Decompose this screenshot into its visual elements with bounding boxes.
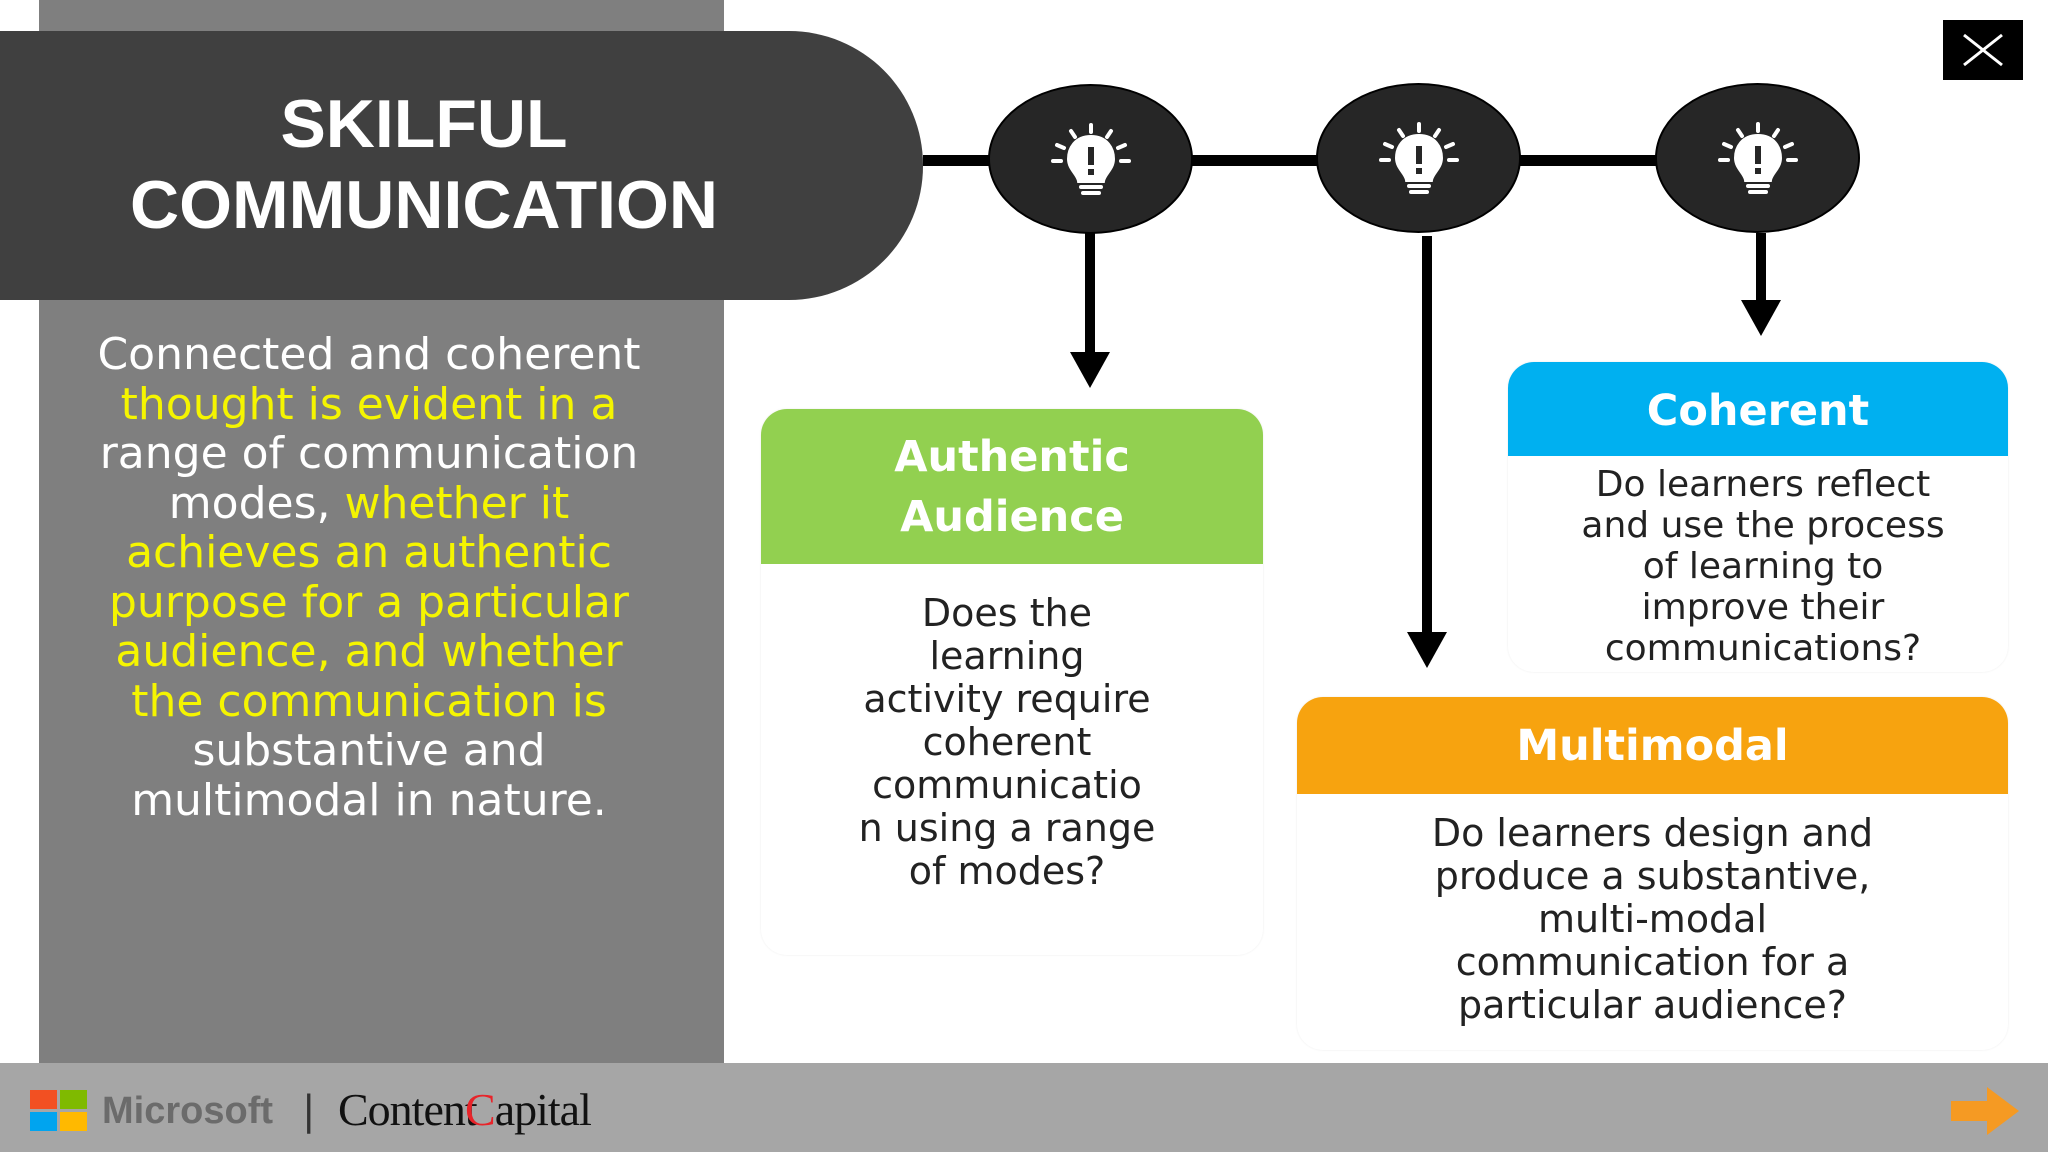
arrow-right-icon xyxy=(1951,1087,2019,1135)
lightbulb-exclamation-icon xyxy=(1050,123,1131,195)
lightbulb-exclamation-icon xyxy=(1717,122,1798,194)
card-multimodal-title: Multimodal xyxy=(1516,720,1789,771)
lightbulb-node-2 xyxy=(1316,83,1521,233)
card-body-line: Does the xyxy=(921,591,1093,635)
card-body-line: communication for a xyxy=(1455,940,1850,984)
card-authentic-title-line-1: Authentic xyxy=(894,431,1130,482)
card-body-line: of modes? xyxy=(908,849,1106,893)
content-capital-c: C xyxy=(465,1084,496,1135)
card-body-line: communicatio xyxy=(872,763,1142,807)
description-highlight: thought is evident in a xyxy=(120,378,618,430)
card-body-line: of learning to xyxy=(1642,546,1884,587)
card-body-line: improve their xyxy=(1641,587,1885,628)
lightbulb-exclamation-icon xyxy=(1378,122,1459,194)
arrow-line-multimodal xyxy=(1422,236,1432,634)
content-capital-apital: apital xyxy=(494,1084,592,1135)
card-coherent-header: Coherent xyxy=(1508,362,2008,456)
arrowhead-coherent xyxy=(1741,300,1781,336)
card-body-line: communications? xyxy=(1604,628,1922,669)
microsoft-wordmark: Microsoft xyxy=(102,1090,273,1132)
description-highlight: whether it achieves an authentic purpose… xyxy=(109,477,629,727)
content-capital-word-capital: Capital xyxy=(465,1082,592,1138)
card-authentic-title-line-2: Audience xyxy=(900,491,1124,542)
lightbulb-node-1 xyxy=(988,84,1193,234)
card-body-line: and use the process xyxy=(1581,505,1945,546)
arrowhead-authentic xyxy=(1070,352,1110,388)
card-authentic-header: Authentic Audience xyxy=(761,409,1263,564)
card-body-line: particular audience? xyxy=(1458,983,1847,1027)
next-button[interactable] xyxy=(1949,1085,2021,1137)
card-body-line: coherent xyxy=(922,720,1092,764)
microsoft-logo-icon xyxy=(30,1090,87,1131)
description-segment: substantive and multimodal in nature. xyxy=(131,725,607,826)
card-body-line: Do learners design and xyxy=(1431,811,1874,855)
footer-separator: | xyxy=(302,1088,316,1134)
description-text: Connected and coherent thought is eviden… xyxy=(90,330,648,825)
title-line-1: SKILFUL xyxy=(280,86,568,162)
card-body-line: multi-modal xyxy=(1537,897,1768,941)
card-body-line: learning xyxy=(929,634,1085,678)
title-banner: SKILFUL COMMUNICATION xyxy=(0,31,923,300)
card-coherent-title: Coherent xyxy=(1646,386,1870,436)
card-body-line: produce a substantive, xyxy=(1434,854,1871,898)
content-capital-word-content: Content xyxy=(338,1084,478,1135)
arrow-line-authentic xyxy=(1085,232,1095,354)
arrowhead-multimodal xyxy=(1407,632,1447,668)
card-body-line: activity require xyxy=(863,677,1151,721)
card-multimodal-header: Multimodal xyxy=(1297,697,2008,794)
close-button[interactable] xyxy=(1943,20,2023,80)
title-line-2: COMMUNICATION xyxy=(130,167,718,243)
arrow-line-coherent xyxy=(1756,233,1766,303)
lightbulb-node-3 xyxy=(1655,83,1860,233)
card-body-line: n using a range xyxy=(858,806,1156,850)
description-segment: Connected and coherent xyxy=(97,329,641,380)
footer-bar xyxy=(0,1063,2048,1152)
description-segment: range of communication modes, xyxy=(99,428,639,529)
close-icon xyxy=(1963,33,2003,67)
card-body-line: Do learners reflect xyxy=(1595,464,1931,505)
